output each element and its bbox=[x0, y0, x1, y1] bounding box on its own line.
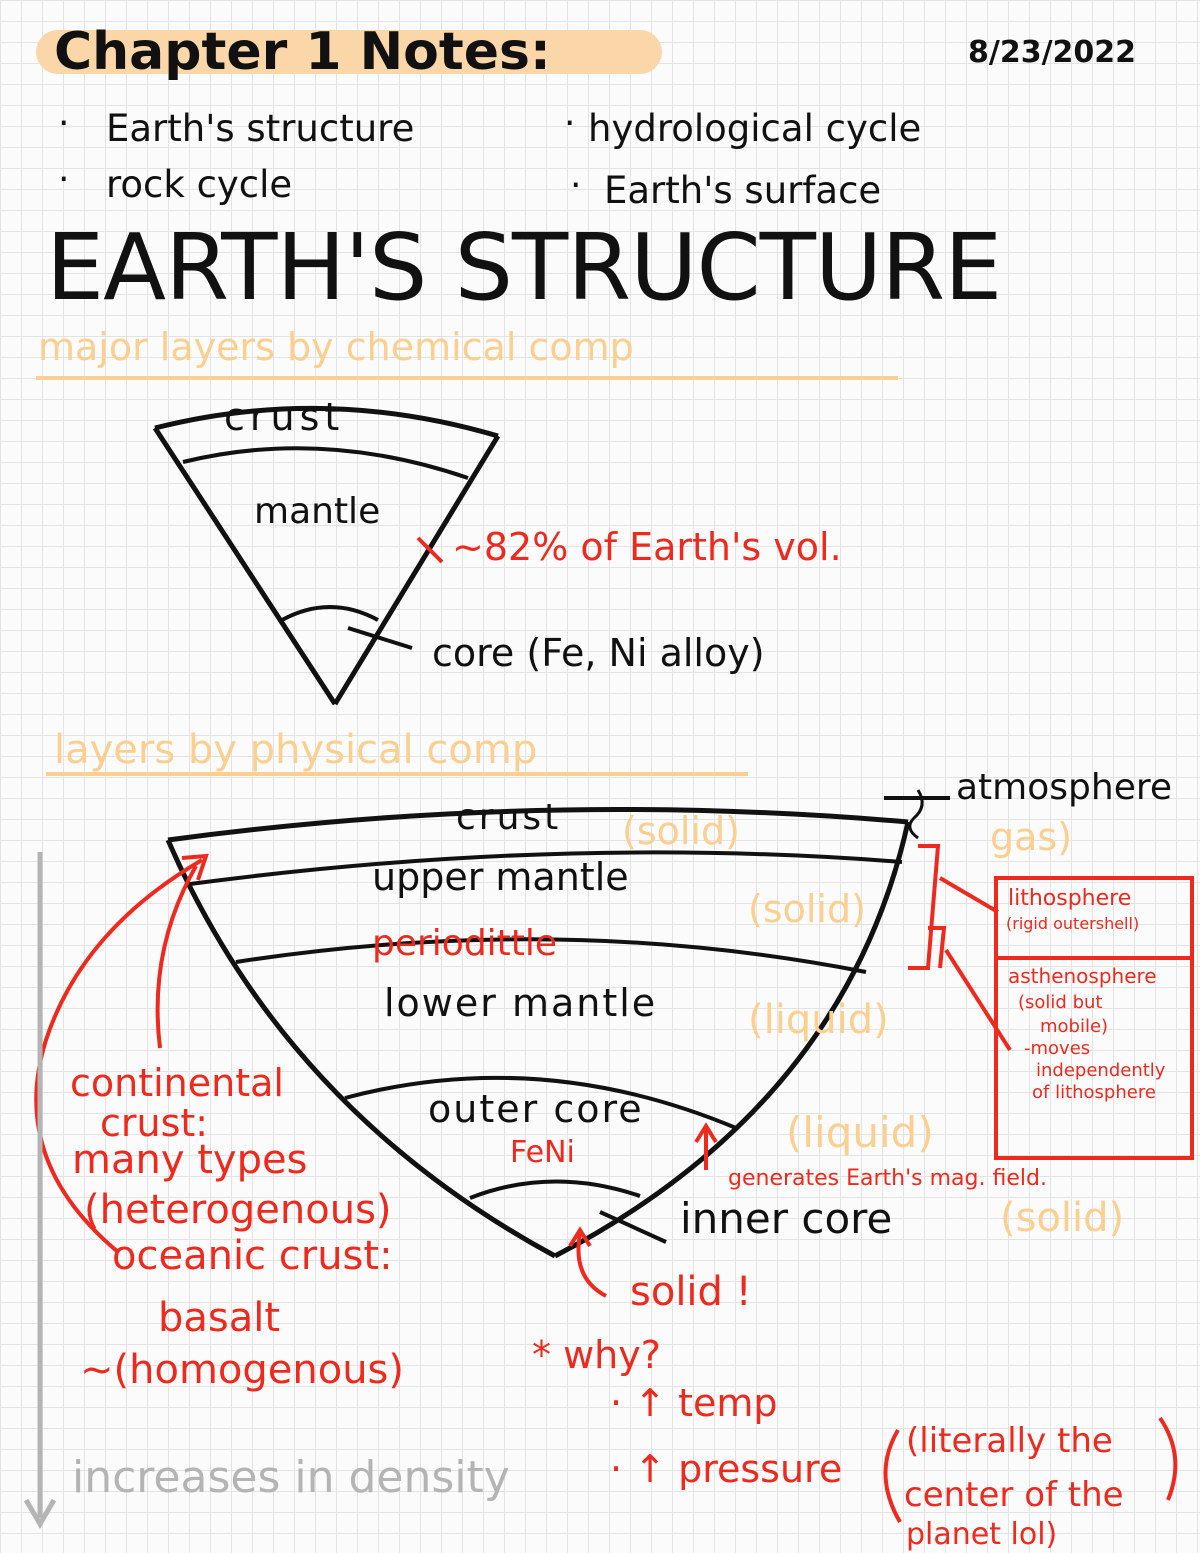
pressure-aside: (literally the bbox=[906, 1421, 1113, 1461]
bullet-dot: · bbox=[570, 165, 582, 206]
pressure-aside: planet lol) bbox=[906, 1517, 1058, 1552]
crust-note: continental bbox=[70, 1061, 284, 1105]
asthenosphere-desc: (solid but bbox=[1018, 992, 1103, 1013]
title-highlight bbox=[36, 30, 662, 74]
chem-mantle-label: mantle bbox=[254, 491, 381, 532]
atmosphere-label: atmosphere bbox=[956, 767, 1172, 808]
topic-item: Earth's structure bbox=[106, 107, 415, 150]
crust-note: (heterogenous) bbox=[84, 1187, 392, 1233]
crust-note: basalt bbox=[158, 1295, 281, 1341]
crust-state: (solid) bbox=[622, 809, 740, 853]
upper-mantle-label: upper mantle bbox=[372, 855, 629, 899]
inner-core-pressure-note: · ↑ pressure bbox=[610, 1447, 843, 1491]
topic-item: rock cycle bbox=[106, 163, 293, 206]
inner-core-solid-note: solid ! bbox=[630, 1269, 752, 1315]
page-title: Chapter 1 Notes: bbox=[54, 22, 551, 82]
magnetic-field-note: generates Earth's mag. field. bbox=[728, 1166, 1047, 1191]
main-heading: EARTH'S STRUCTURE bbox=[46, 214, 1002, 321]
asthenosphere-desc: independently bbox=[1036, 1060, 1166, 1081]
crust-note: crust: bbox=[100, 1101, 209, 1145]
topic-item: Earth's surface bbox=[604, 169, 882, 212]
chemical-section-heading: major layers by chemical comp bbox=[38, 325, 634, 369]
atmosphere-state: gas) bbox=[990, 815, 1073, 859]
bullet-dot: · bbox=[564, 103, 576, 144]
density-note: increases in density bbox=[72, 1452, 510, 1503]
asthenosphere-label: asthenosphere bbox=[1008, 964, 1157, 988]
asthenosphere-desc: of lithosphere bbox=[1032, 1082, 1156, 1103]
asthenosphere-desc: mobile) bbox=[1040, 1016, 1109, 1037]
lower-mantle-label: lower mantle bbox=[384, 981, 658, 1025]
phys-crust-label: crust bbox=[456, 797, 562, 838]
pressure-aside: center of the bbox=[904, 1475, 1124, 1515]
chem-crust-label: crust bbox=[224, 395, 345, 439]
lithosphere-label: lithosphere bbox=[1008, 886, 1132, 911]
crust-note: oceanic crust: bbox=[112, 1233, 393, 1279]
lithosphere-desc: (rigid outershell) bbox=[1006, 914, 1140, 933]
outer-core-label: outer core bbox=[428, 1087, 644, 1131]
physical-section-heading: layers by physical comp bbox=[54, 727, 538, 773]
crust-note: ~(homogenous) bbox=[80, 1347, 405, 1393]
outer-core-composition: FeNi bbox=[510, 1135, 575, 1170]
asthenosphere-desc: -moves bbox=[1024, 1038, 1091, 1059]
inner-core-why-note: * why? bbox=[532, 1333, 661, 1377]
topic-item: hydrological cycle bbox=[588, 107, 922, 150]
crust-note: many types bbox=[72, 1137, 308, 1183]
inner-core-label: inner core bbox=[680, 1194, 893, 1243]
inner-core-temp-note: · ↑ temp bbox=[610, 1381, 778, 1425]
bullet-dot: · bbox=[58, 103, 70, 144]
outer-core-state: (liquid) bbox=[786, 1108, 934, 1157]
upper-mantle-state: (solid) bbox=[748, 887, 866, 931]
core-composition-note: core (Fe, Ni alloy) bbox=[432, 631, 765, 675]
periodite-label: periodittle bbox=[372, 923, 558, 964]
mantle-volume-note: ~82% of Earth's vol. bbox=[452, 525, 842, 569]
inner-core-state: (solid) bbox=[1000, 1195, 1125, 1241]
bullet-dot: · bbox=[58, 159, 70, 200]
note-date: 8/23/2022 bbox=[968, 35, 1137, 70]
lower-mantle-state: (liquid) bbox=[748, 997, 889, 1043]
